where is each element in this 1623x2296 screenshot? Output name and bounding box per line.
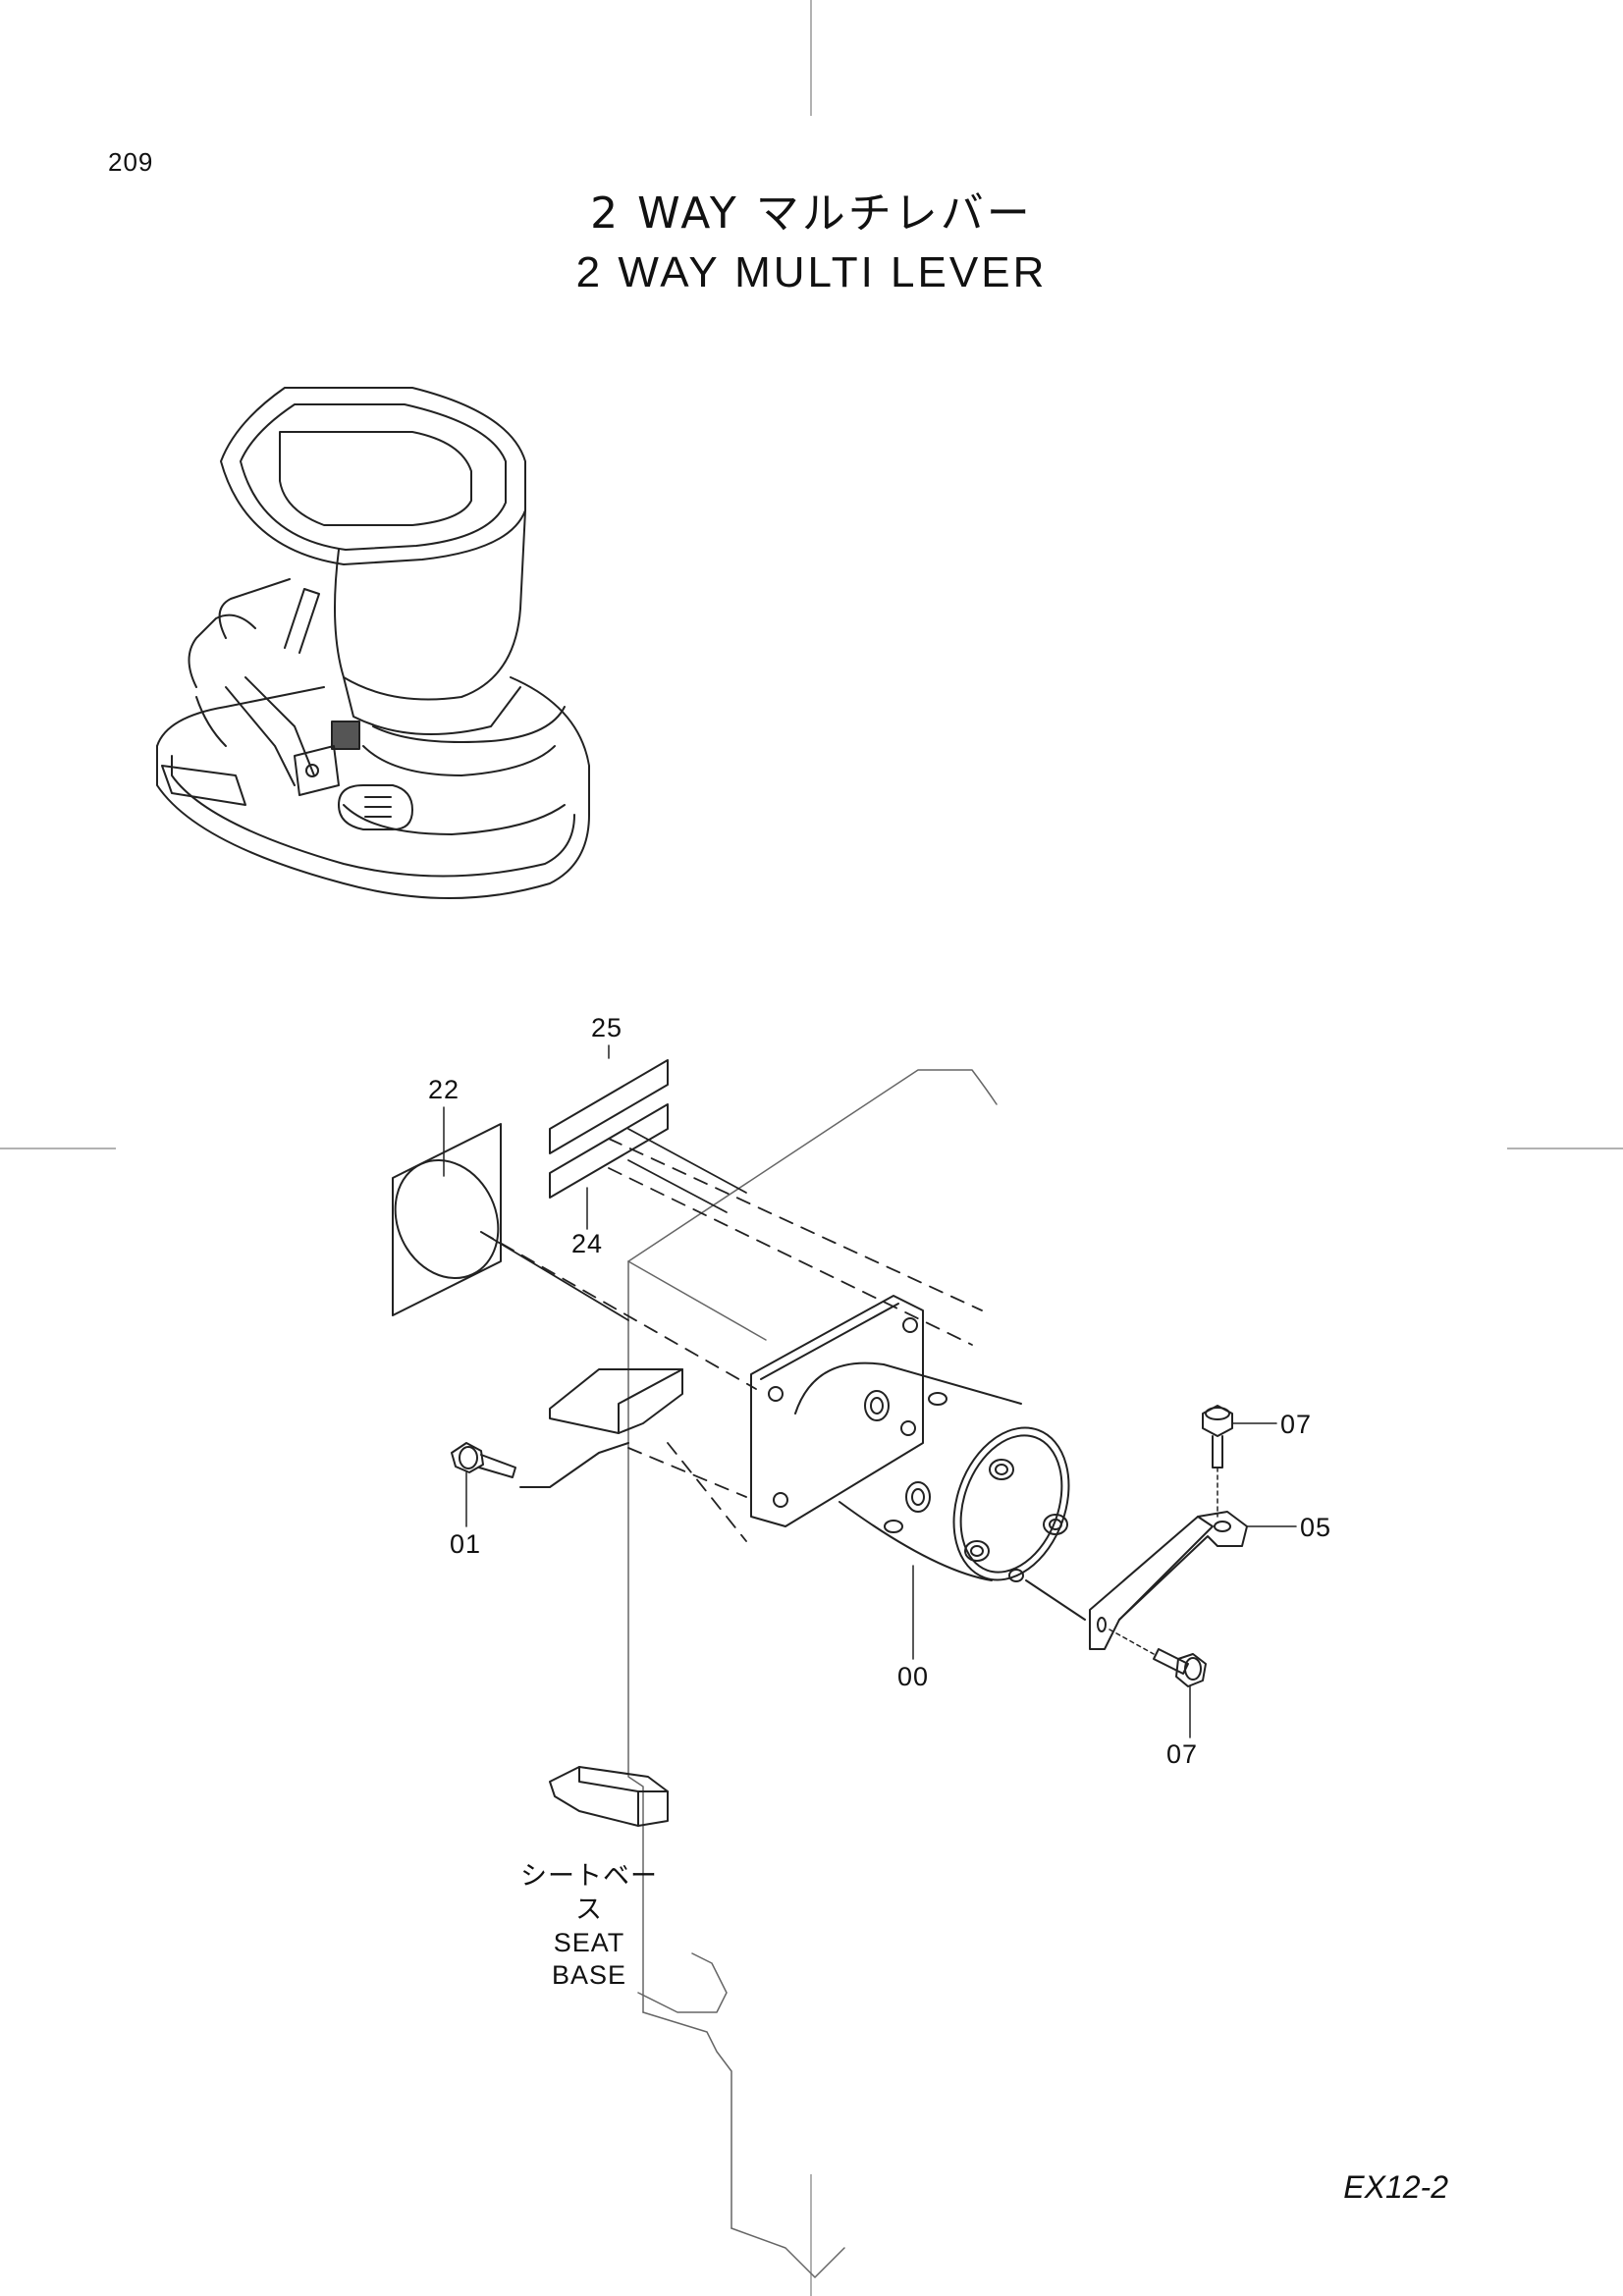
callout-07-bottom: 07 (1166, 1739, 1199, 1769)
page-title-japanese: 2 WAY マルチレバー (590, 188, 1033, 239)
callout-00: 00 (897, 1662, 930, 1691)
page-title-english: 2 WAY MULTI LEVER (575, 248, 1048, 296)
callout-22: 22 (428, 1075, 460, 1104)
part-22-cover-plate (392, 1123, 502, 1316)
part-00-multi-lever-valve (750, 1295, 1070, 1582)
part-24-label (549, 1103, 669, 1199)
callout-07-top: 07 (1280, 1410, 1313, 1439)
callout-01: 01 (450, 1529, 482, 1559)
seat-base-shape (549, 1766, 669, 1827)
part-01-bolt (451, 1442, 516, 1478)
seat-base-label-japanese: シートベース (520, 1861, 658, 1925)
callout-24: 24 (571, 1229, 604, 1258)
part-25-label (549, 1059, 669, 1154)
page-number: 209 (108, 147, 154, 177)
seat-base-label: シートベース SEAT BASE (520, 1860, 658, 1993)
part-07-bolt-top (1202, 1405, 1233, 1518)
callout-05: 05 (1300, 1513, 1332, 1542)
part-05-bracket (1089, 1511, 1248, 1650)
seat-base-label-english: SEAT BASE (551, 1927, 627, 1991)
document-code: EX12-2 (1343, 2169, 1448, 2205)
callout-25: 25 (591, 1013, 623, 1042)
part-07-bolt-bottom (1109, 1629, 1207, 1687)
